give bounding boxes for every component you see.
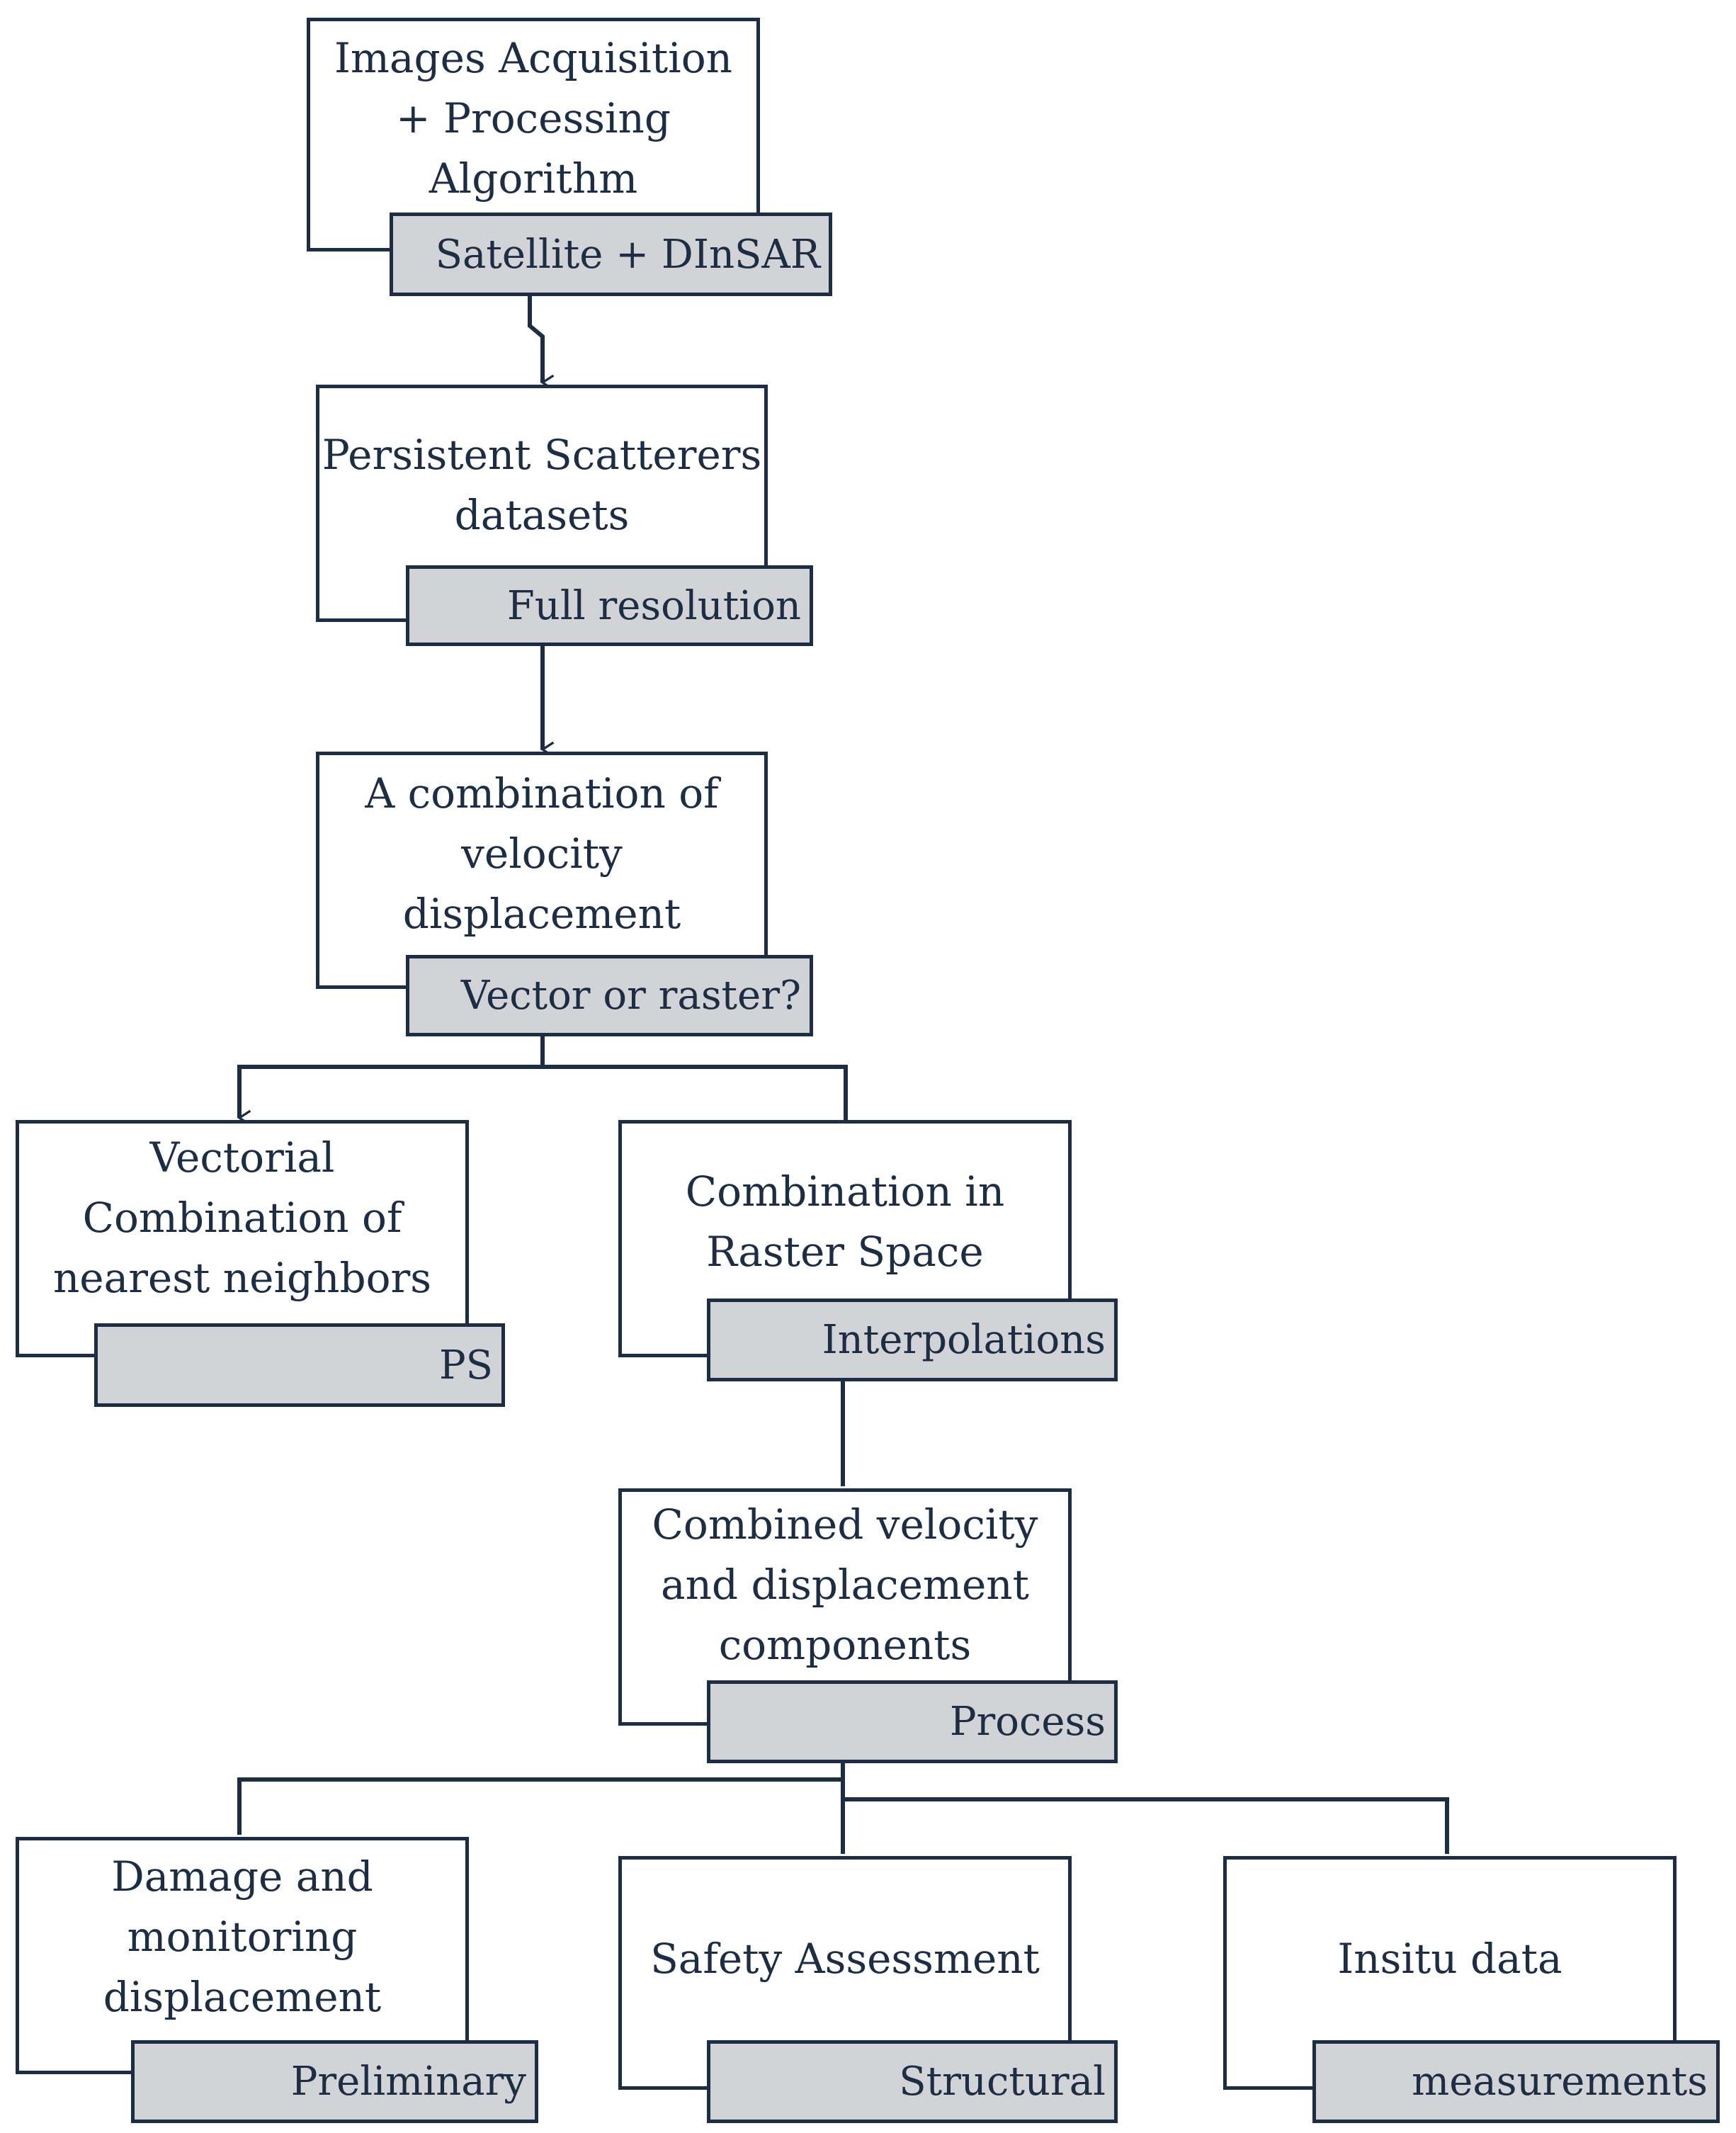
- node-insitu-data-tag: measurements: [1312, 2040, 1720, 2123]
- node-velocity-displacement-tag: Vector or raster?: [406, 955, 813, 1036]
- line-combination-to-raster: [543, 1065, 848, 1121]
- arrow-combination-to-vectorial: [239, 1036, 545, 1118]
- node-safety-assessment-tag: Structural: [707, 2040, 1118, 2123]
- node-damage-monitoring: [16, 1837, 469, 2074]
- node-raster-space-tag: Interpolations: [707, 1299, 1118, 1381]
- node-velocity-displacement: [316, 752, 768, 989]
- node-combined-components-tag: Process: [707, 1680, 1118, 1763]
- node-persistent-scatterers-tag: Full resolution: [406, 565, 813, 646]
- node-vectorial-combination-tag: PS: [94, 1323, 505, 1407]
- line-combined-to-damage: [237, 1763, 845, 1835]
- node-images-acquisition-tag: Satellite + DInSAR: [390, 213, 832, 296]
- node-insitu-data-title: Insitu data: [1337, 1934, 1562, 1983]
- line-combined-to-insitu: [843, 1797, 1449, 1854]
- arrow-acquisition-to-scatterers: [528, 296, 543, 383]
- node-safety-assessment-title: Safety Assessment: [650, 1934, 1040, 1983]
- node-vectorial-combination: [16, 1120, 469, 1357]
- node-damage-monitoring-tag: Preliminary: [131, 2040, 538, 2123]
